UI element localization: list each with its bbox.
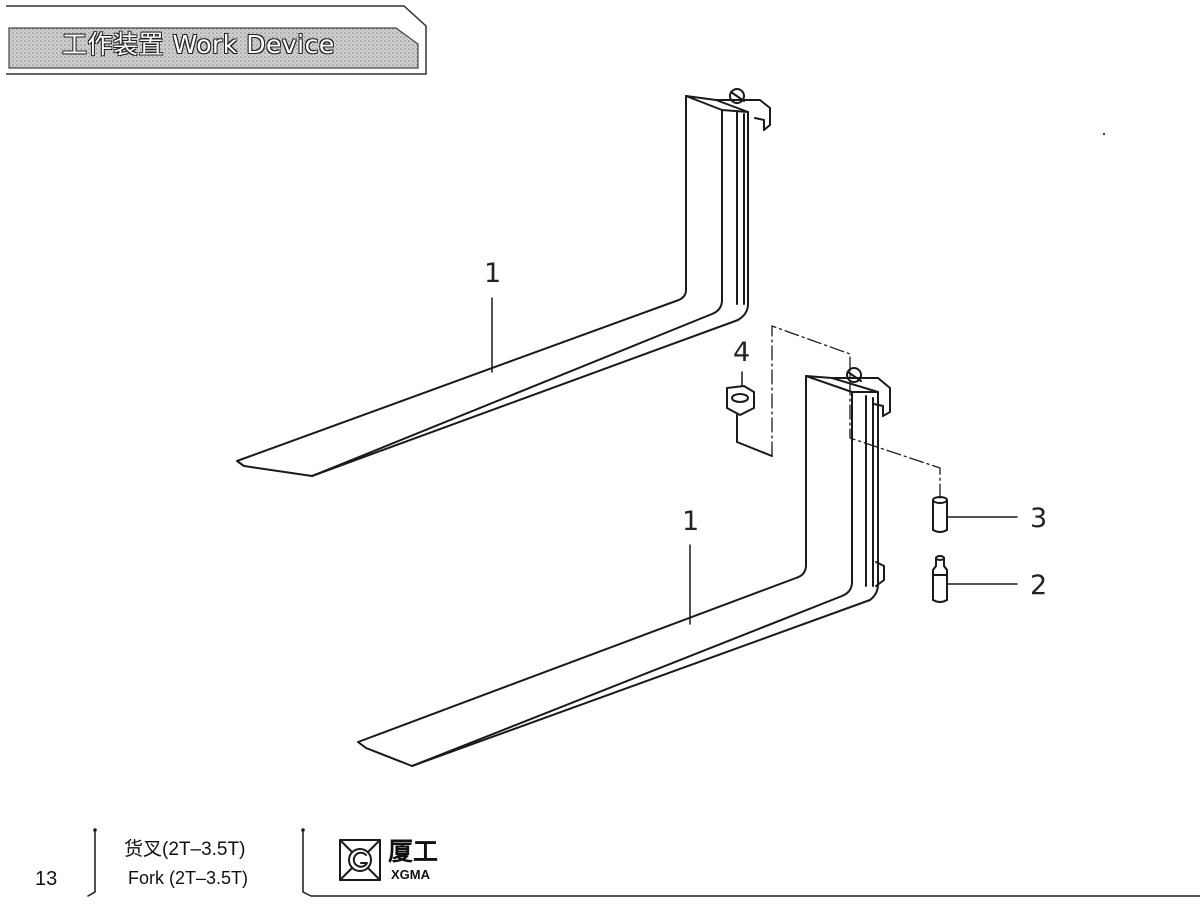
page-title-en: Fork (2T–3.5T) <box>128 868 249 888</box>
callout-fork-upper: 1 <box>484 258 502 289</box>
callout-sleeve: 3 <box>1030 503 1048 534</box>
brand-name-en: XGMA <box>391 867 430 882</box>
washer <box>726 385 773 457</box>
xgma-logo <box>339 839 381 881</box>
sleeve <box>932 496 948 533</box>
pin <box>932 555 948 603</box>
fork-upper <box>236 88 771 477</box>
callout-pin: 2 <box>1030 570 1048 601</box>
callout-fork-lower: 1 <box>682 506 700 537</box>
brand-name-zh: 厦工 <box>388 837 439 866</box>
page-number: 13 <box>35 868 58 890</box>
section-title: 工作装置 Work Device <box>62 30 335 59</box>
section-banner <box>6 5 427 75</box>
callout-washer: 4 <box>733 337 751 368</box>
page-title-zh: 货叉(2T–3.5T) <box>124 839 246 860</box>
fork-lower <box>357 367 891 767</box>
